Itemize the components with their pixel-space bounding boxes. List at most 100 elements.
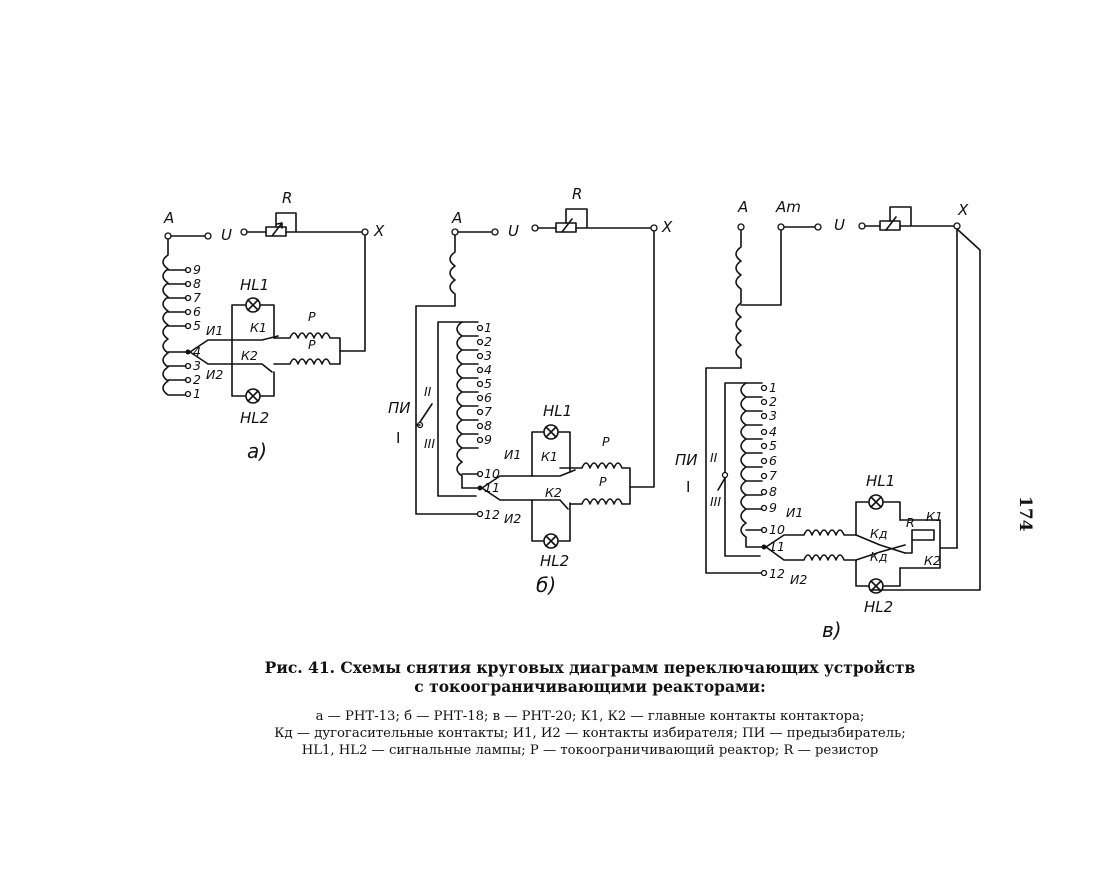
tap-label: 2	[484, 334, 492, 349]
terminal-a-label: A	[163, 209, 174, 227]
rheostat-label: R	[572, 185, 582, 203]
tap-label: 2	[193, 372, 201, 387]
page-number: 174	[1015, 496, 1035, 532]
resistor-r	[911, 529, 935, 541]
contact-k2-label: К2	[545, 485, 562, 500]
terminal-a	[737, 223, 745, 231]
tap-label: 8	[484, 418, 492, 433]
tap-label: 5	[484, 376, 492, 391]
caption-title-line-1: Рис. 41. Схемы снятия круговых диаграмм …	[264, 658, 916, 677]
arc-contact-kd1-label: Кд	[870, 526, 888, 541]
tap-label: 9	[193, 262, 201, 277]
preselector-label: ПИ	[675, 451, 698, 469]
tap-list: 9 8 7 6 5 4 3 2 1	[167, 262, 201, 401]
reactor-top-label: Р	[602, 434, 610, 449]
tap-label: 1	[769, 380, 777, 395]
terminal-u	[531, 224, 539, 232]
terminal-u	[240, 228, 248, 236]
tap-label: 8	[769, 484, 777, 499]
terminal-u-label: U	[221, 226, 232, 244]
lamp-hl1	[245, 297, 261, 313]
lamp-hl1-label: HL1	[240, 276, 269, 294]
contact-k1-label: К1	[926, 509, 943, 524]
tap-label: 7	[484, 404, 492, 419]
lamp-hl1	[543, 424, 559, 440]
tap-label: 10	[769, 522, 785, 537]
tap-label: 6	[484, 390, 492, 405]
diagram-b-sublabel: б)	[536, 573, 556, 597]
caption-title-line-2: с токоограничивающими реакторами:	[414, 677, 766, 696]
lamp-hl1-label: HL1	[543, 402, 572, 420]
contact-k1-label: К1	[541, 449, 558, 464]
terminal-x	[650, 224, 658, 232]
preselector-iii: III	[710, 494, 721, 509]
preselector-iii: III	[424, 436, 435, 451]
tap-label: 1	[193, 386, 201, 401]
terminal-u-open	[204, 232, 212, 240]
contact-k2-label: К2	[924, 553, 941, 568]
tap-label: 7	[193, 290, 201, 305]
tap-label: 3	[769, 408, 777, 423]
lamp-hl1	[868, 494, 884, 510]
terminal-x	[953, 222, 961, 230]
terminal-a	[451, 228, 459, 236]
tap-label: 3	[193, 358, 201, 373]
tap-list: 1 2 3 4 5 6 7 8 9 10 11 12	[745, 380, 785, 581]
contact-k1-label: К1	[250, 320, 267, 335]
tap-label: 3	[484, 348, 492, 363]
tap-list: 1 2 3 4 5 6 7 8 9 10 11 12	[461, 320, 500, 522]
reactor-bottom-label: Р	[599, 474, 607, 489]
legend-line-1: а — РНТ-13; б — РНТ-18; в — РНТ-20; К1, …	[315, 709, 865, 724]
terminal-u-label: U	[508, 222, 519, 240]
lamp-hl2-label: HL2	[540, 552, 569, 570]
arc-contact-kd2-label: Кд	[870, 549, 888, 564]
tap-label: 5	[193, 318, 201, 333]
lamp-hl1-label: HL1	[866, 472, 895, 490]
tap-label: 6	[769, 453, 777, 468]
lamp-hl2	[543, 533, 559, 549]
preselector-ii: II	[710, 450, 718, 465]
preselector-label: ПИ	[388, 399, 411, 417]
diagram-a: A U R X 9 8 7 6 5 4 3 2 1 И1 И2	[162, 189, 385, 463]
terminal-x-label: X	[373, 222, 385, 240]
selector-i1-label: И1	[504, 447, 521, 462]
terminal-u-label: U	[834, 216, 845, 234]
lamp-hl2-label: HL2	[864, 598, 893, 616]
resistor-label: R	[906, 515, 915, 530]
tap-label: 1	[484, 320, 492, 335]
terminal-u-open	[491, 228, 499, 236]
tap-12-label: 12	[769, 566, 785, 581]
preselector-ii: II	[424, 384, 432, 399]
legend-line-2: Кд — дугогасительные контакты; И1, И2 — …	[274, 726, 906, 741]
diagram-v-sublabel: в)	[822, 618, 842, 642]
contact-k2-label: К2	[241, 348, 258, 363]
tap-label: 4	[193, 344, 201, 359]
tap-label: 7	[769, 468, 777, 483]
terminal-am	[777, 223, 785, 231]
tap-label: 5	[769, 438, 777, 453]
preselector-i: I	[686, 478, 690, 496]
legend-line-3: HL1, HL2 — сигнальные лампы; Р — токоогр…	[301, 743, 879, 758]
selector-i1-label: И1	[786, 505, 803, 520]
lamp-hl2-label: HL2	[240, 409, 269, 427]
preselector-i: I	[396, 429, 400, 447]
selector-i1-label: И1	[206, 323, 223, 338]
terminal-u	[858, 222, 866, 230]
tap-label: 4	[484, 362, 492, 377]
selector-i2-label: И2	[206, 367, 223, 382]
tap-label: 9	[484, 432, 492, 447]
tap-12-label: 12	[484, 507, 500, 522]
tap-label: 8	[193, 276, 201, 291]
terminal-x-label: X	[661, 218, 673, 236]
tap-label: 4	[769, 424, 777, 439]
terminal-am-label: Am	[775, 198, 801, 216]
selector-i2-label: И2	[504, 511, 521, 526]
diagram-v: A Am U X 1 2 3 4 5 6 7 8 9 10 11	[675, 198, 981, 642]
lamp-hl2	[245, 388, 261, 404]
reactor-bottom-label: Р	[308, 337, 316, 352]
reactor-top-label: Р	[308, 309, 316, 324]
terminal-a-label: A	[451, 209, 462, 227]
figure-legend: а — РНТ-13; б — РНТ-18; в — РНТ-20; К1, …	[200, 708, 980, 759]
figure-caption: Рис. 41. Схемы снятия круговых диаграмм …	[200, 658, 980, 696]
